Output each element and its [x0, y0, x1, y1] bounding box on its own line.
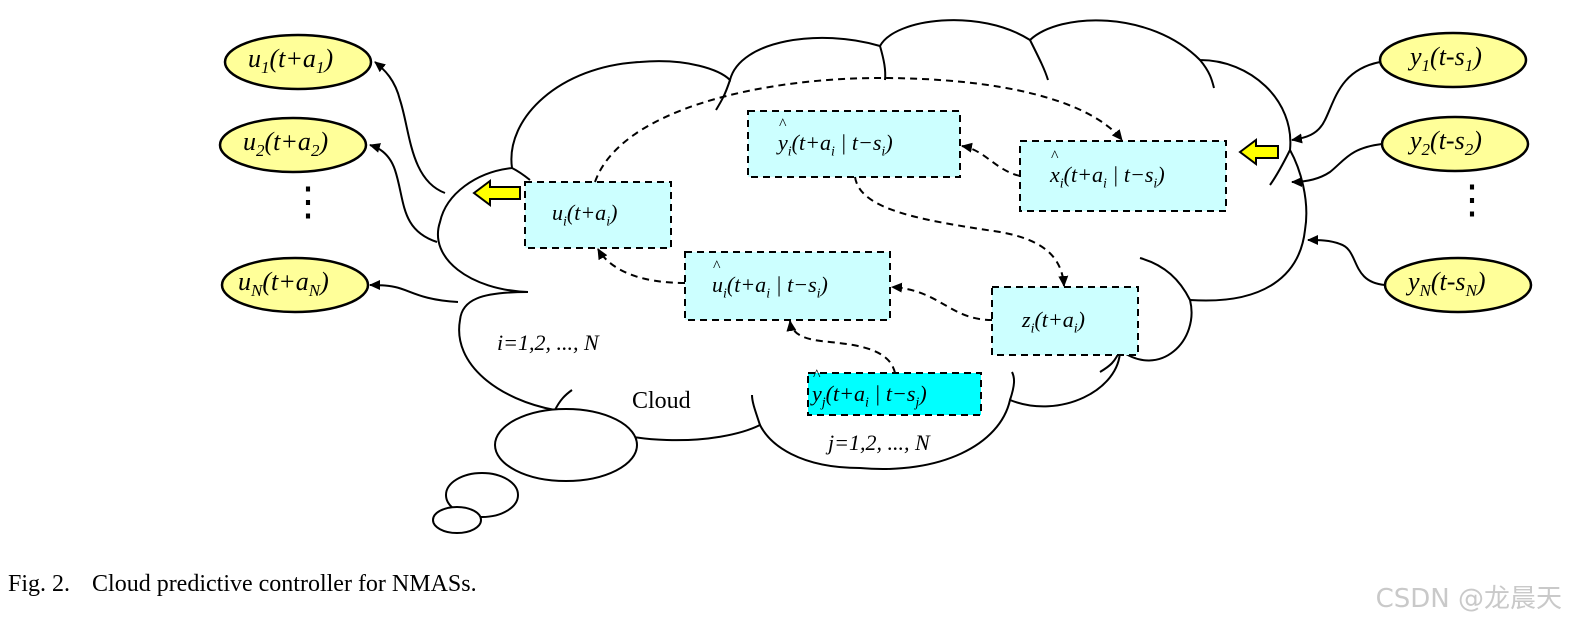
yellow-arrow-right: [1238, 138, 1279, 166]
cloud-inner-lobe-1: [715, 79, 731, 111]
label-y-hat-j: yj(t+ai | t−sj): [812, 367, 927, 411]
cloud-inner-lobe-9: [751, 394, 761, 426]
arrow-cloud-to-uN: [369, 280, 459, 303]
figure-caption: Fig. 2. Cloud predictive controller for N…: [8, 571, 477, 598]
index-i-label: i=1,2, ..., N: [497, 330, 599, 355]
arrow-x-hat-to-y-hat: [961, 142, 1021, 177]
label-u-hat-i: ui(t+ai | t−si): [712, 258, 828, 302]
figure-caption-text: Cloud predictive controller for NMASs.: [92, 571, 477, 597]
watermark: CSDN @龙晨天: [1375, 584, 1562, 614]
cloud-shape: [437, 19, 1308, 470]
cloud-inner-lobe-11: [511, 167, 531, 181]
label-u1: u1(t+a1): [248, 44, 334, 78]
label-uN: uN(t+aN): [238, 267, 329, 301]
arrow-yN-to-cloud: [1307, 235, 1386, 286]
thought-bubble-large: [494, 408, 638, 482]
label-z-i: zi(t+ai): [1022, 307, 1085, 337]
cloud-inner-lobe-5: [1269, 149, 1291, 186]
ellipse-uN: [220, 256, 370, 314]
arrow-y-hat-j-to-u-hat: [786, 320, 896, 374]
label-x-hat-i: xi(t+ai | t−si): [1050, 148, 1165, 192]
arrow-cloud-to-u1: [374, 61, 446, 194]
box-y-hat-j: [807, 372, 982, 416]
outputs-ellipsis: ⋮: [288, 179, 328, 224]
yellow-arrow-left: [472, 179, 521, 207]
label-yN: yN(t-sN): [1408, 267, 1486, 301]
arrow-u-hat-to-u-i: [597, 248, 686, 284]
arrow-y-hat-to-z: [854, 176, 1069, 287]
index-j-label: j=1,2, ..., N: [828, 430, 930, 455]
label-u2: u2(t+a2): [243, 127, 329, 161]
cloud-inner-lobe-4: [1199, 59, 1215, 89]
arrow-y1-to-cloud: [1291, 61, 1381, 144]
ellipse-u2: [218, 116, 368, 174]
label-y1: y1(t-s1): [1410, 42, 1482, 76]
cloud-outline: [437, 19, 1308, 470]
cloud-inner-lobe-8: [1009, 371, 1016, 401]
inputs-ellipsis: ⋮: [1452, 177, 1492, 222]
arrow-cloud-to-u2: [369, 143, 438, 243]
cloud-inner-lobe-2: [879, 45, 887, 81]
box-u-i: [524, 181, 672, 249]
label-y2: y2(t-s2): [1410, 126, 1482, 160]
box-z-i: [991, 286, 1139, 356]
cloud-label: Cloud: [632, 388, 691, 414]
thought-bubble-medium: [445, 472, 519, 518]
arrow-z-to-u-hat: [891, 282, 993, 321]
arrow-y2-to-cloud: [1291, 143, 1383, 187]
label-y-hat-i: yi(t+ai | t−si): [778, 116, 893, 160]
ellipse-u1: [223, 33, 373, 91]
figure-number: Fig. 2.: [8, 571, 71, 597]
ellipse-y1: [1378, 31, 1528, 89]
cloud-inner-lobe-3: [1029, 39, 1049, 81]
arrow-u-i-to-x-hat: [594, 76, 1123, 183]
label-u-i: ui(t+ai): [552, 200, 618, 230]
thought-bubble-small: [432, 506, 482, 534]
cloud-inner-lobe-10: [554, 389, 573, 411]
cloud-inner-lobe-6: [1139, 257, 1191, 301]
